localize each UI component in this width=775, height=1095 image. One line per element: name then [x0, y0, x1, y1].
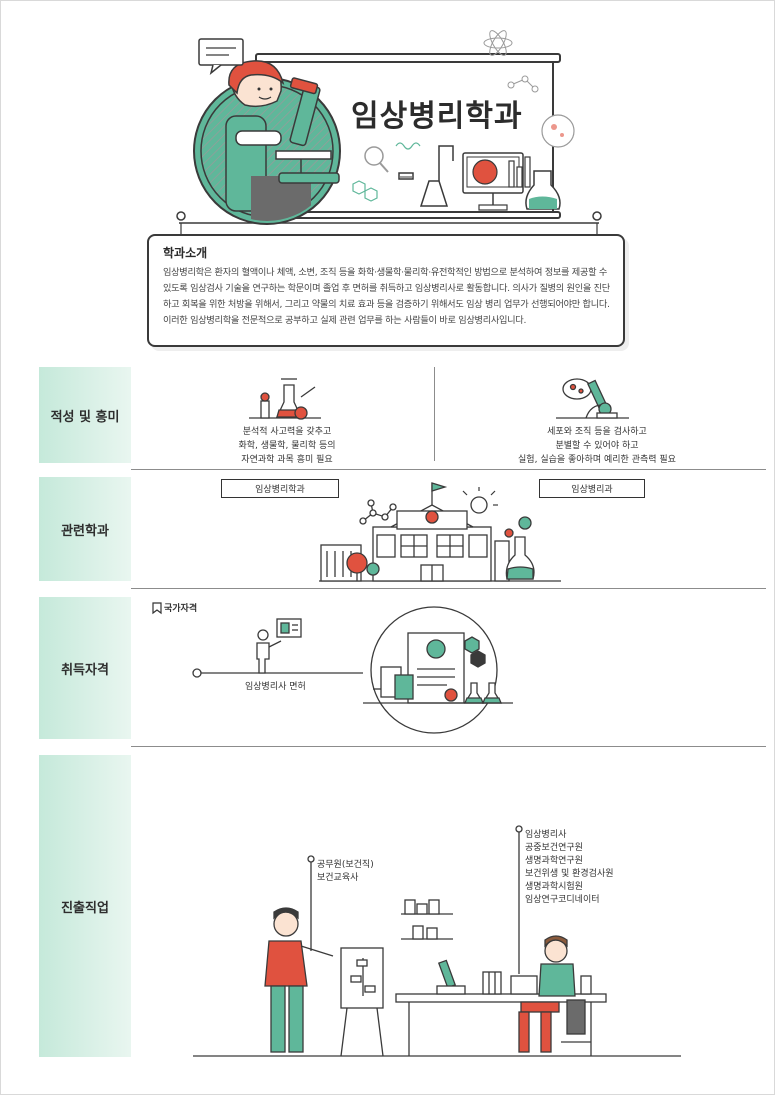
divider-line: [131, 588, 766, 589]
divider-line: [131, 746, 766, 747]
career-item: 보건교육사: [317, 873, 359, 883]
aptitude-icons: [249, 378, 629, 420]
career-item: 생명과학연구원: [525, 856, 583, 866]
career-item: 공무원(보건직): [317, 860, 374, 870]
divider-line: [131, 469, 766, 470]
section-label-aptitude: 적성 및 흥미: [39, 367, 131, 463]
career-group-1: 공무원(보건직) 보건교육사: [317, 859, 374, 885]
aptitude-left-line: 자연과학 과목 흥미 필요: [241, 455, 333, 465]
bookmark-icon: [152, 601, 162, 614]
license-item: 임상병리사 면허: [245, 682, 306, 692]
aptitude-right-line: 분별할 수 있어야 하고: [555, 441, 639, 451]
career-item: 보건위생 및 환경검사원: [525, 869, 614, 879]
section-label-related: 관련학과: [39, 477, 131, 581]
career-illustration: [193, 825, 681, 1057]
career-item: 임상병리사: [525, 830, 567, 840]
intro-body: 임상병리학은 환자의 혈액이나 체액, 소변, 조직 등을 화학·생물학·물리학…: [163, 267, 610, 326]
aptitude-divider: [434, 367, 435, 461]
related-tag-left: 임상병리학과: [221, 479, 339, 498]
aptitude-right-line: 실험, 실습을 좋아하며 예리한 관측력 필요: [518, 455, 676, 465]
hero-illustration: [176, 30, 602, 237]
school-illustration: [319, 482, 561, 582]
page-title: 임상병리학과: [351, 99, 523, 134]
career-item: 생명과학시험원: [525, 882, 583, 892]
aptitude-right-line: 세포와 조직 등을 검사하고: [547, 427, 647, 437]
aptitude-right-text: 세포와 조직 등을 검사하고 분별할 수 있어야 하고 실험, 실습을 좋아하며…: [487, 425, 707, 467]
career-group-2: 임상병리사 공중보건연구원 생명과학연구원 보건위생 및 환경검사원 생명과학시…: [525, 829, 614, 907]
license-category-label: 국가자격: [164, 604, 198, 614]
license-category: 국가자격: [152, 601, 198, 614]
aptitude-left-line: 화학, 생물학, 물리학 등의: [238, 441, 336, 451]
section-label-license: 취득자격: [39, 597, 131, 739]
license-illustration: [192, 606, 513, 734]
intro-box: 학과소개 임상병리학은 환자의 혈액이나 체액, 소변, 조직 등을 화학·생물…: [147, 234, 625, 347]
career-item: 임상연구코디네이터: [525, 895, 600, 905]
section-label-career: 진출직업: [39, 755, 131, 1057]
aptitude-left-text: 분석적 사고력을 갖추고 화학, 생물학, 물리학 등의 자연과학 과목 흥미 …: [197, 425, 377, 467]
career-item: 공중보건연구원: [525, 843, 583, 853]
aptitude-left-line: 분석적 사고력을 갖추고: [242, 427, 332, 437]
intro-heading: 학과소개: [163, 246, 208, 260]
related-tag-right: 임상병리과: [539, 479, 645, 498]
